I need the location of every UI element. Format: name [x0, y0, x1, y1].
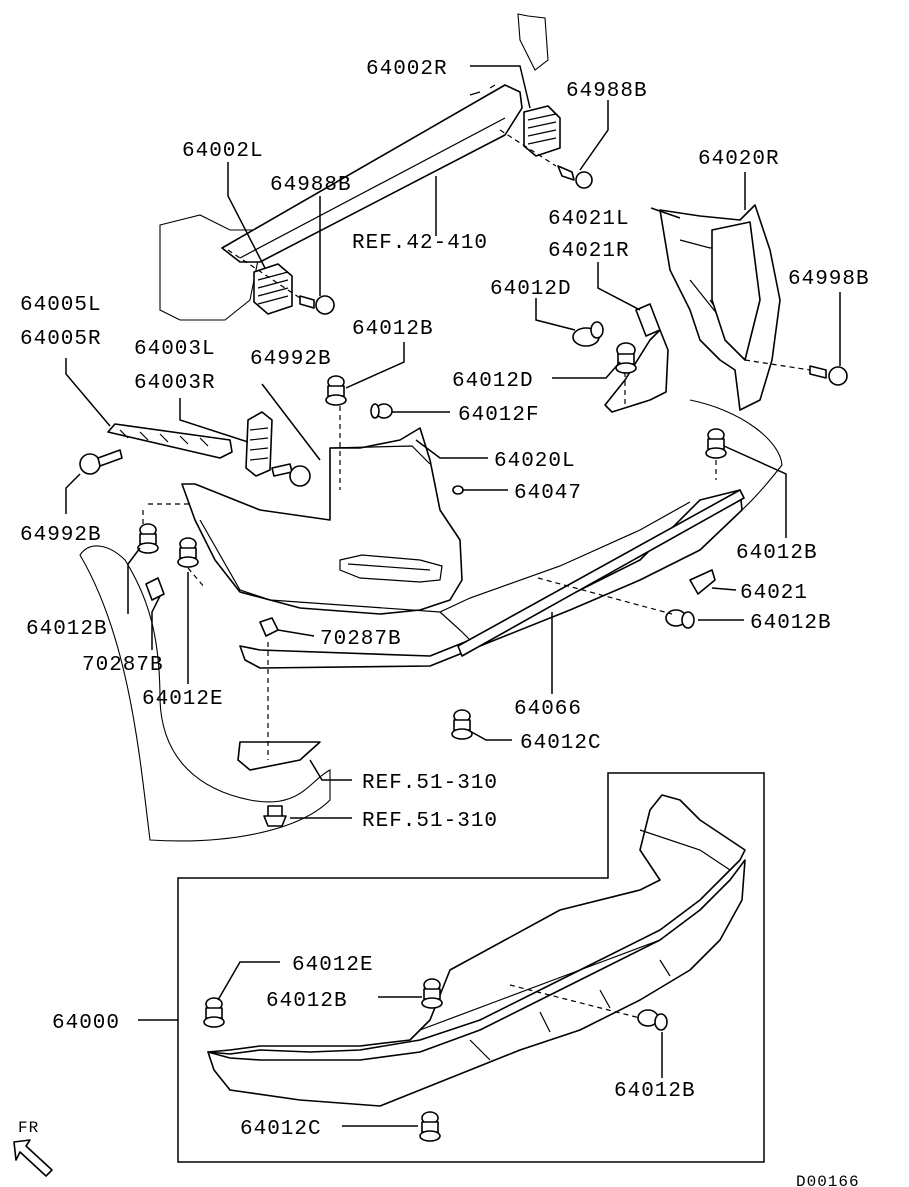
clip-70287B-a [259, 617, 279, 637]
label-64988B-top: 64988B [566, 80, 648, 103]
label-ref-51-310-b: REF.51-310 [362, 810, 498, 833]
label-64012B-a: 64012B [352, 318, 434, 341]
side-cover-64020R [659, 204, 781, 411]
front-direction-arrow [13, 1139, 53, 1177]
inset-alignment-line [509, 984, 641, 1019]
label-diagram-code: D00166 [796, 1173, 860, 1187]
label-64012B-d: 64012B [750, 612, 832, 635]
bracket-64021-small [689, 569, 716, 595]
clip-64012B-left [137, 523, 159, 554]
label-70287B-b: 70287B [82, 654, 164, 677]
bumper-assembly-64000 [207, 794, 746, 1107]
label-64002L: 64002L [182, 140, 264, 163]
label-fr: FR [18, 1119, 39, 1137]
clip-70287B-b [145, 577, 165, 601]
screw-64992B-a [271, 463, 311, 487]
label-64020L: 64020L [494, 450, 576, 473]
retainer-64003 [245, 411, 273, 477]
label-64047: 64047 [514, 482, 582, 505]
clip-64012B-top [325, 375, 347, 406]
label-64988B-mid: 64988B [270, 174, 352, 197]
label-64012B-c: 64012B [26, 618, 108, 641]
label-ref-42-410: REF.42-410 [352, 232, 488, 255]
label-64066: 64066 [514, 698, 582, 721]
molding-strip-64066 [457, 489, 745, 657]
clip-64012F [370, 403, 393, 419]
clip-64012D-a [572, 321, 604, 347]
screw-64992B-b [79, 449, 123, 475]
clip-64012D-b [615, 342, 637, 374]
clip-64012C-b [419, 1111, 441, 1142]
bolt-64998B [744, 359, 848, 386]
clip-64012C-a [451, 709, 473, 740]
label-64000: 64000 [52, 1012, 120, 1035]
label-64003R: 64003R [134, 372, 216, 395]
label-70287B-a: 70287B [320, 628, 402, 651]
label-64992B-a: 64992B [250, 348, 332, 371]
inset-box [177, 772, 765, 1163]
bolt-64988B-mid [227, 249, 335, 315]
clip-64012B-inset-a [421, 978, 443, 1009]
label-64012C-b: 64012C [240, 1118, 322, 1141]
label-64021R: 64021R [548, 240, 630, 263]
label-64012E-a: 64012E [142, 688, 224, 711]
leader-lines [65, 65, 841, 1127]
bracket-64021 [604, 303, 669, 413]
bolt-64988B-top [499, 129, 593, 189]
label-64020R: 64020R [698, 148, 780, 171]
bracket-64002L [253, 263, 293, 315]
retainer-64005 [107, 423, 233, 459]
label-64992B-b: 64992B [20, 524, 102, 547]
label-64002R: 64002R [366, 58, 448, 81]
label-64012B-e: 64012B [266, 990, 348, 1013]
label-64012D-a: 64012D [490, 278, 572, 301]
label-64012C-a: 64012C [520, 732, 602, 755]
label-64012E-b: 64012E [292, 954, 374, 977]
label-64012F: 64012F [458, 404, 540, 427]
clip-64012B-right [705, 428, 727, 459]
label-64005R: 64005R [20, 328, 102, 351]
clip-mudflap [263, 805, 287, 827]
clip-64012B-lower-right [665, 609, 695, 629]
label-ref-51-310-a: REF.51-310 [362, 772, 498, 795]
clip-64012B-inset-b [637, 1009, 668, 1031]
label-64998B: 64998B [788, 268, 870, 291]
label-64012B-b: 64012B [736, 542, 818, 565]
grommet-64047 [452, 485, 464, 495]
label-64012D-b: 64012D [452, 370, 534, 393]
label-64005L: 64005L [20, 294, 102, 317]
label-64021: 64021 [740, 582, 808, 605]
mudflap-bracket [237, 741, 321, 771]
label-64021L: 64021L [548, 208, 630, 231]
label-64003L: 64003L [134, 338, 216, 361]
clip-64012E-a [177, 537, 199, 568]
alignment-lines [142, 372, 717, 760]
bracket-64002R [523, 105, 561, 157]
part-labels: 64002R 64988B 64002L 64020R 64988B 64021… [18, 58, 870, 1187]
label-64012B-f: 64012B [614, 1080, 696, 1103]
rear-reinforcement-beam [221, 84, 523, 263]
clip-64012E-b [203, 997, 225, 1028]
